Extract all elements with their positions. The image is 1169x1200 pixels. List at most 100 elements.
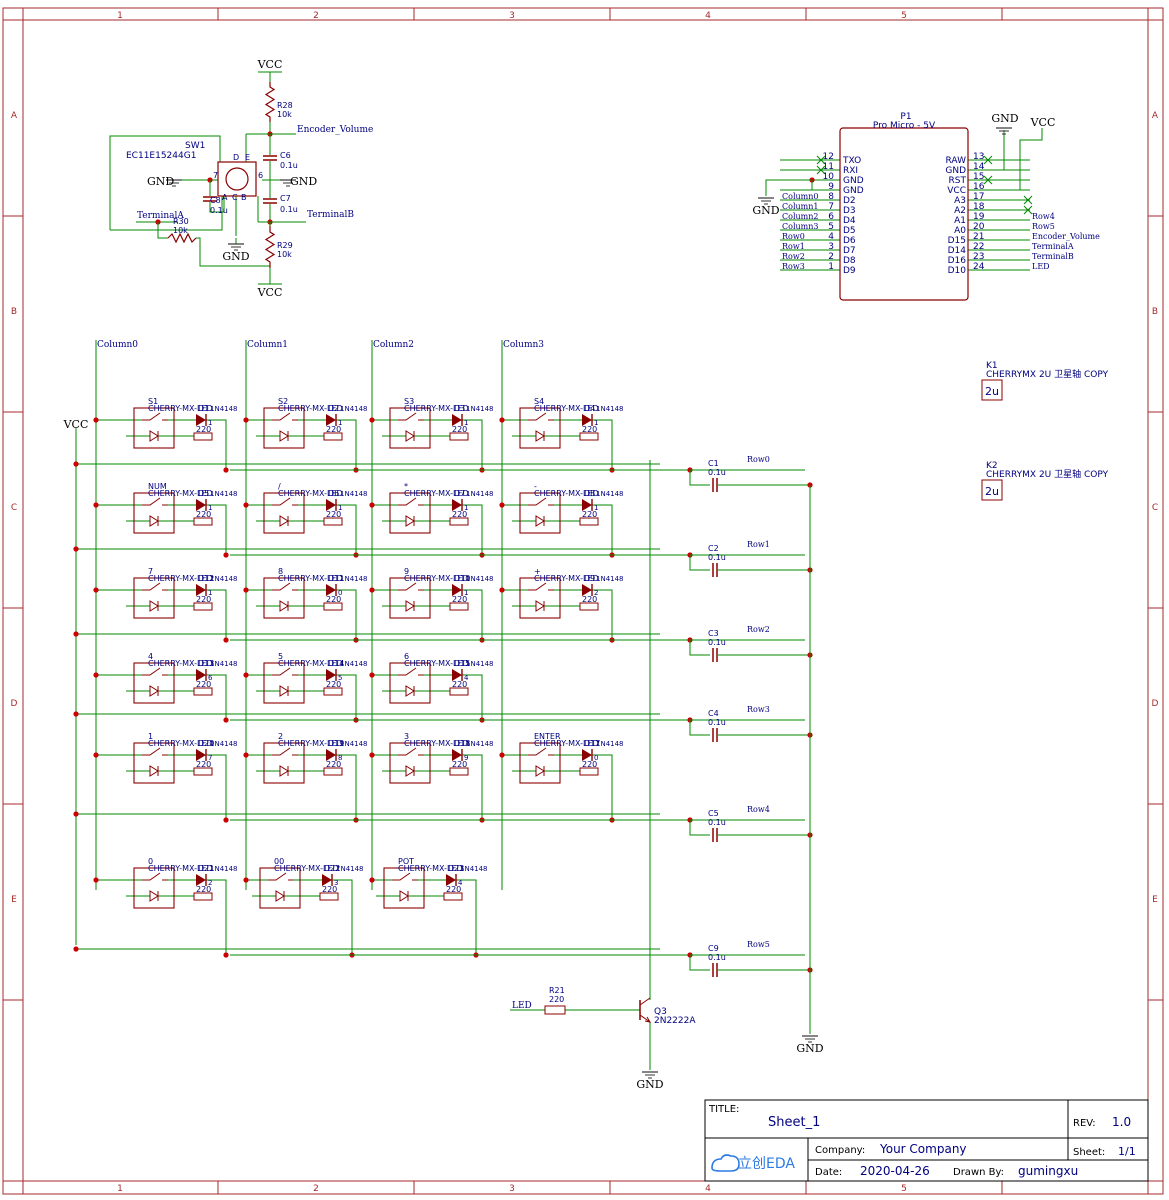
switch-contact [142, 667, 168, 676]
switch-part: CHERRY-MX-LED [278, 489, 343, 498]
no-connect-mark [816, 165, 826, 175]
mcu-net-label: LED [1032, 262, 1050, 271]
diode-pin: 1 [208, 589, 212, 597]
row-cap-ref: C2 [708, 544, 719, 553]
sheet-value: 1/1 [1118, 1145, 1136, 1158]
switch-led [149, 765, 159, 777]
switch-ref: POT [398, 857, 414, 866]
capacitor-c6 [263, 155, 277, 161]
q3-ref: Q3 [654, 1007, 667, 1017]
switch-body [263, 577, 305, 619]
led-resistor [449, 767, 469, 776]
encoder-volume-net: Encoder_Volume [297, 125, 373, 135]
switch-body [263, 492, 305, 534]
wire [209, 196, 225, 213]
diode-ref: D2 [328, 404, 339, 413]
mcu-pin-name: A2 [954, 206, 966, 216]
sw1-ref: SW1 [185, 141, 205, 151]
junction-dot [223, 717, 229, 723]
switch-led [275, 890, 285, 902]
mcu-pin-name: GND [843, 186, 864, 196]
diode-ref: D22 [324, 864, 340, 873]
led-resistor [193, 767, 213, 776]
diode-pin: 6 [208, 674, 213, 682]
row-net-label: Row5 [747, 940, 770, 949]
diode-body [452, 669, 462, 681]
drawn-value: gumingxu [1018, 1164, 1078, 1178]
frame-row-label: B [11, 307, 17, 317]
wire [689, 820, 710, 836]
q3-part: 2N2222A [654, 1016, 696, 1026]
switch-contact [528, 412, 554, 421]
switch-ref: - [534, 482, 537, 491]
mcu-pin-name: D3 [843, 206, 856, 216]
diode-pin: 1 [464, 589, 468, 597]
diode-part: 1N4148 [466, 490, 494, 498]
wire [462, 419, 483, 470]
junction-dot [369, 752, 375, 758]
diode-body [446, 874, 456, 886]
switch-ref: S1 [148, 397, 158, 406]
key-switch [263, 742, 343, 784]
wire [110, 196, 223, 231]
junction-dot [243, 587, 249, 593]
row-cap-ref: C3 [708, 629, 719, 638]
wire [206, 754, 227, 820]
gnd-encoder-right [280, 179, 296, 187]
switch-ref: ENTER [534, 732, 561, 741]
mcu-net-label: Encoder_Volume [1032, 232, 1100, 241]
mcu-net-label: Column3 [782, 222, 818, 231]
gnd-mcu-right [996, 127, 1012, 135]
junction-dot [499, 752, 505, 758]
frame-row-label: C [1152, 503, 1158, 513]
switch-body [133, 407, 175, 449]
mcu-pin-number: 9 [828, 182, 834, 192]
diode-body [326, 414, 336, 426]
stabilizer-ref: K2 [986, 461, 998, 471]
junction-dot [73, 461, 79, 467]
row-cap-value: 0.1u [708, 953, 726, 962]
mcu-pin-number: 21 [973, 232, 984, 242]
stabilizer-body [981, 479, 1003, 501]
key-switch [389, 742, 469, 784]
frame-row-label: A [1152, 111, 1159, 121]
encoder-pin-label: A [222, 193, 228, 202]
diode-part: 1N4148 [596, 490, 624, 498]
wire [765, 179, 812, 196]
diode-ref: D3 [454, 404, 465, 413]
frame-col-label: 4 [705, 11, 711, 21]
switch-ref: 9 [404, 567, 409, 576]
r29-value: 10k [277, 250, 292, 259]
diode-ref: D13 [198, 659, 214, 668]
switch-led [535, 430, 545, 442]
led-resistor [193, 432, 213, 441]
junction-dot [73, 631, 79, 637]
date-label: Date: [815, 1167, 842, 1178]
led-resistor [323, 767, 343, 776]
diode-ref: D23 [448, 864, 464, 873]
junction-dot [93, 672, 99, 678]
no-connect-mark [816, 155, 826, 165]
wire [206, 589, 227, 640]
switch-body [389, 742, 431, 784]
junction-dot [93, 877, 99, 883]
stabilizer-part: CHERRYMX 2U 卫星轴 COPY [986, 368, 1109, 380]
resistor-zigzag [264, 82, 276, 122]
row-capacitor [712, 563, 718, 577]
mcu-pin-number: 20 [973, 222, 985, 232]
junction-dot [369, 417, 375, 423]
diode-body [582, 414, 592, 426]
mcu-pin-name: D2 [843, 196, 856, 206]
terminal-a-net: TerminalA [137, 211, 184, 221]
diode-ref: D11 [328, 574, 344, 583]
diode-part: 1N4148 [466, 740, 494, 748]
frame-row-label: E [11, 895, 17, 905]
frame-row-label: D [11, 699, 18, 709]
switch-contact [142, 412, 168, 421]
wire [990, 130, 1005, 171]
switch-contact [142, 872, 168, 881]
column-net-label: Column3 [503, 340, 544, 350]
mcu-pin-name: D9 [843, 266, 856, 276]
key-switch [519, 742, 599, 784]
switch-ref: 5 [278, 652, 283, 661]
